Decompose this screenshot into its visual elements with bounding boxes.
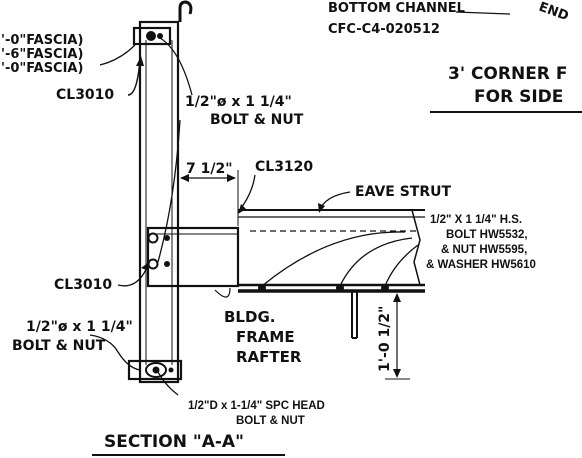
- hs-bolt-line-3: & NUT HW5595,: [441, 244, 527, 256]
- leader-lines: [89, 37, 419, 396]
- bolt-left-label-2: BOLT & NUT: [12, 338, 106, 354]
- spc-bolt-line-1: 1/2"D x 1-1/4" SPC HEAD: [188, 400, 325, 412]
- bottom-channel-code: CFC-C4-020512: [328, 22, 440, 37]
- bottom-channel-hook: [178, 0, 193, 22]
- bolt-left-label-1: 1/2"ø x 1 1/4": [26, 319, 133, 335]
- eave-strut-label: EAVE STRUT: [355, 184, 452, 200]
- end-label: END: [537, 0, 571, 24]
- bolt-top-label-2: BOLT & NUT: [210, 112, 304, 128]
- clip-cl3120: [146, 226, 240, 288]
- cl3010-top-label: CL3010: [56, 87, 114, 103]
- fascia-label-3: 2'-0"FASCIA): [0, 61, 83, 76]
- spc-bolt-line-2: BOLT & NUT: [236, 415, 305, 427]
- dimension-vertical: [378, 290, 410, 380]
- bldg-line-2: FRAME: [236, 328, 295, 346]
- dim-7-half-label: 7 1/2": [186, 161, 233, 177]
- top-clip-cl3010: [132, 26, 172, 46]
- section-title: SECTION "A-A": [104, 432, 244, 452]
- cl3010-bottom-label: CL3010: [54, 277, 112, 293]
- eave-strut: [238, 209, 425, 287]
- bldg-frame-label: BLDG. FRAME RAFTER: [224, 308, 302, 366]
- bottom-channel-leader: [455, 11, 511, 15]
- bolt-top-label-1: 1/2"ø x 1 1/4": [185, 94, 292, 110]
- fascia-label-2: 2'-6"FASCIA): [0, 47, 83, 62]
- bldg-line-3: RAFTER: [236, 348, 302, 366]
- hs-bolt-line-2: BOLT HW5532,: [446, 229, 528, 241]
- corner-title-line-2: FOR SIDE: [474, 87, 563, 107]
- bldg-line-1: BLDG.: [224, 308, 275, 326]
- cl3120-label: CL3120: [255, 159, 313, 175]
- hs-bolt-note: 1/2" X 1 1/4" H.S. BOLT HW5532, & NUT HW…: [426, 214, 536, 271]
- hs-bolt-line-4: & WASHER HW5610: [426, 259, 536, 271]
- hs-bolt-line-1: 1/2" X 1 1/4" H.S.: [430, 214, 522, 226]
- bottom-clip: [127, 359, 183, 381]
- bottom-channel-label: BOTTOM CHANNEL: [328, 1, 465, 16]
- dimension-horizontal: [177, 170, 239, 230]
- fascia-post: [138, 20, 180, 384]
- dim-vertical-label: 1'-0 1/2": [377, 306, 393, 372]
- fascia-label-1: 3'-0"FASCIA): [0, 33, 83, 48]
- corner-title-line-1: 3' CORNER F: [448, 64, 567, 84]
- fascia-labels: 3'-0"FASCIA) 2'-6"FASCIA) 2'-0"FASCIA): [0, 33, 83, 76]
